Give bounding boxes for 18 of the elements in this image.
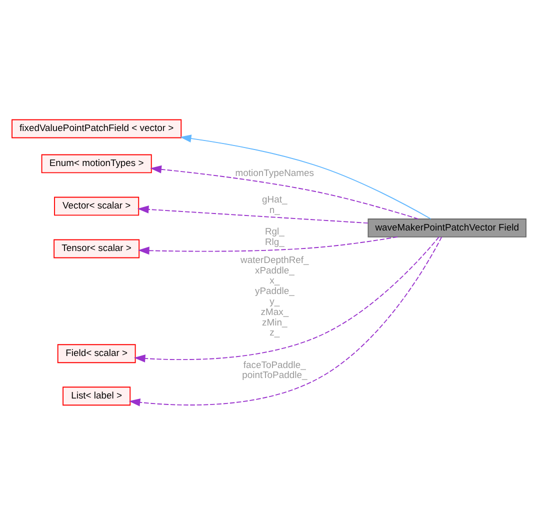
- node-box: waveMakerPointPatchVector Field: [368, 218, 526, 237]
- edge-label: gHat_ n_: [262, 194, 288, 216]
- edge-label: Rgl_ Rlg_: [264, 226, 284, 248]
- node-box: Field< scalar >: [57, 344, 136, 363]
- arrow: [128, 236, 442, 406]
- node-box: Tensor< scalar >: [54, 238, 140, 258]
- edge-label: motionTypeNames: [235, 167, 314, 178]
- arrow: [138, 236, 398, 254]
- arrow: [180, 134, 432, 219]
- arrow: [150, 164, 419, 219]
- node-box: Enum< motionTypes >: [41, 154, 152, 173]
- node-box: Vector< scalar >: [54, 196, 140, 216]
- arrow: [137, 204, 368, 224]
- edge-label: faceToPaddle_ pointToPaddle_: [242, 359, 308, 381]
- edge-label: waterDepthRef_ xPaddle_ x_ yPaddle_ y_ zMax_ zMin_ z_: [240, 254, 309, 338]
- arrow: [134, 236, 440, 362]
- node-box: fixedValuePointPatchField < vector >: [12, 118, 182, 138]
- node-box: List< label >: [62, 386, 131, 406]
